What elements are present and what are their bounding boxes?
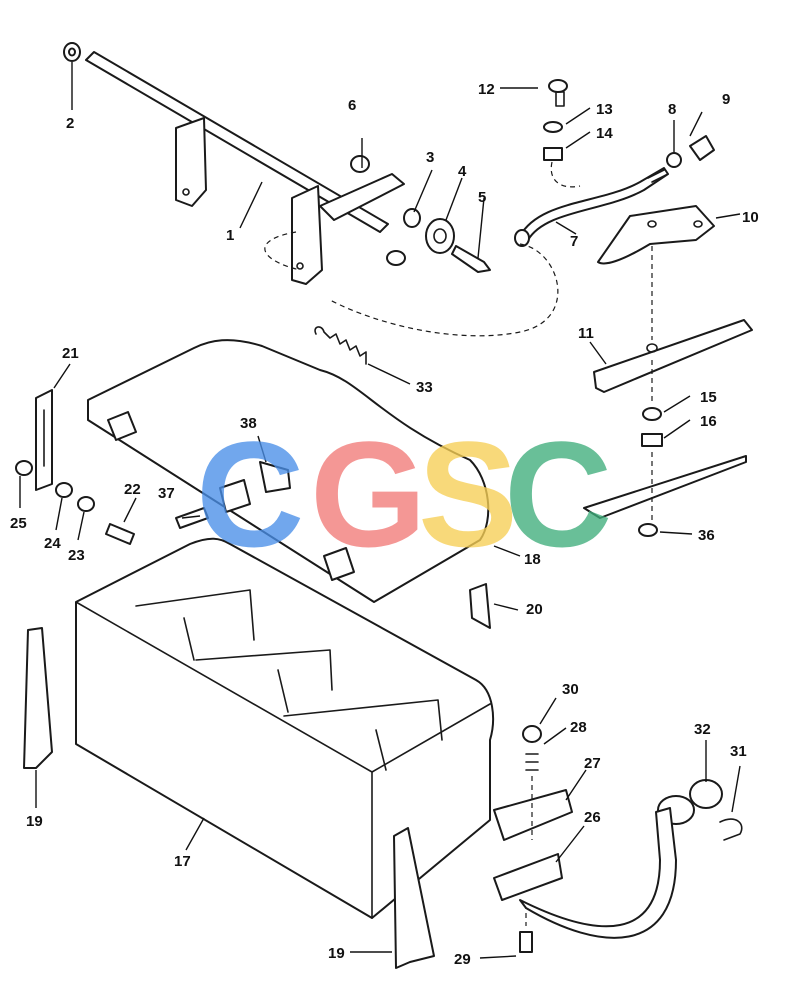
callout-36: 36 bbox=[698, 527, 715, 544]
callout-27: 27 bbox=[584, 755, 601, 772]
linkage-rod bbox=[329, 79, 715, 337]
callout-14: 14 bbox=[596, 125, 613, 142]
shaft-assembly bbox=[63, 42, 405, 285]
callout-8: 8 bbox=[668, 101, 676, 118]
callout-32: 32 bbox=[694, 721, 711, 738]
callout-22: 22 bbox=[124, 481, 141, 498]
callout-23: 23 bbox=[68, 547, 85, 564]
callout-6: 6 bbox=[348, 97, 356, 114]
terminal-clamp bbox=[493, 725, 573, 953]
callout-37: 37 bbox=[158, 485, 175, 502]
callout-30: 30 bbox=[562, 681, 579, 698]
callout-17: 17 bbox=[174, 853, 191, 870]
callout-11: 11 bbox=[578, 325, 594, 342]
callout-7: 7 bbox=[570, 233, 578, 250]
callout-29: 29 bbox=[454, 951, 471, 968]
callout-5: 5 bbox=[478, 189, 486, 206]
callout-31: 31 bbox=[730, 743, 747, 760]
callout-26: 26 bbox=[584, 809, 601, 826]
callout-20: 20 bbox=[526, 601, 543, 618]
callout-15: 15 bbox=[700, 389, 717, 406]
callout-18: 18 bbox=[524, 551, 541, 568]
battery-box bbox=[75, 537, 495, 919]
watermark-letter-g: G bbox=[310, 410, 427, 578]
callout-16: 16 bbox=[700, 413, 717, 430]
callout-19-front: 19 bbox=[328, 945, 345, 962]
callout-1: 1 bbox=[226, 227, 234, 244]
plate-stack bbox=[583, 205, 753, 537]
cgsc-watermark: C G S C bbox=[196, 410, 612, 578]
callout-labels: 1 2 3 4 5 6 7 8 9 10 11 12 13 14 15 16 1… bbox=[10, 81, 759, 968]
callout-33: 33 bbox=[416, 379, 433, 396]
callout-13: 13 bbox=[596, 101, 613, 118]
bearing-assembly bbox=[350, 155, 491, 273]
watermark-letter-c1: C bbox=[196, 410, 304, 578]
callout-21: 21 bbox=[62, 345, 79, 362]
callout-12: 12 bbox=[478, 81, 495, 98]
callout-9: 9 bbox=[722, 91, 730, 108]
cable-and-insulators bbox=[519, 779, 743, 939]
callout-3: 3 bbox=[426, 149, 434, 166]
callout-19-left: 19 bbox=[26, 813, 43, 830]
spring bbox=[314, 326, 367, 365]
watermark-letter-s: S bbox=[418, 410, 518, 578]
callout-2: 2 bbox=[66, 115, 74, 132]
callout-38: 38 bbox=[240, 415, 257, 432]
support-bracket-left bbox=[23, 627, 53, 769]
callout-leaders bbox=[19, 62, 741, 959]
callout-4: 4 bbox=[458, 163, 467, 180]
callout-28: 28 bbox=[570, 719, 587, 736]
bracket-20 bbox=[469, 583, 491, 629]
callout-10: 10 bbox=[742, 209, 759, 226]
hold-down-strap bbox=[15, 389, 291, 545]
support-bracket-front bbox=[393, 827, 435, 969]
callout-25: 25 bbox=[10, 515, 27, 532]
callout-24: 24 bbox=[44, 535, 61, 552]
watermark-letter-c2: C bbox=[504, 410, 612, 578]
